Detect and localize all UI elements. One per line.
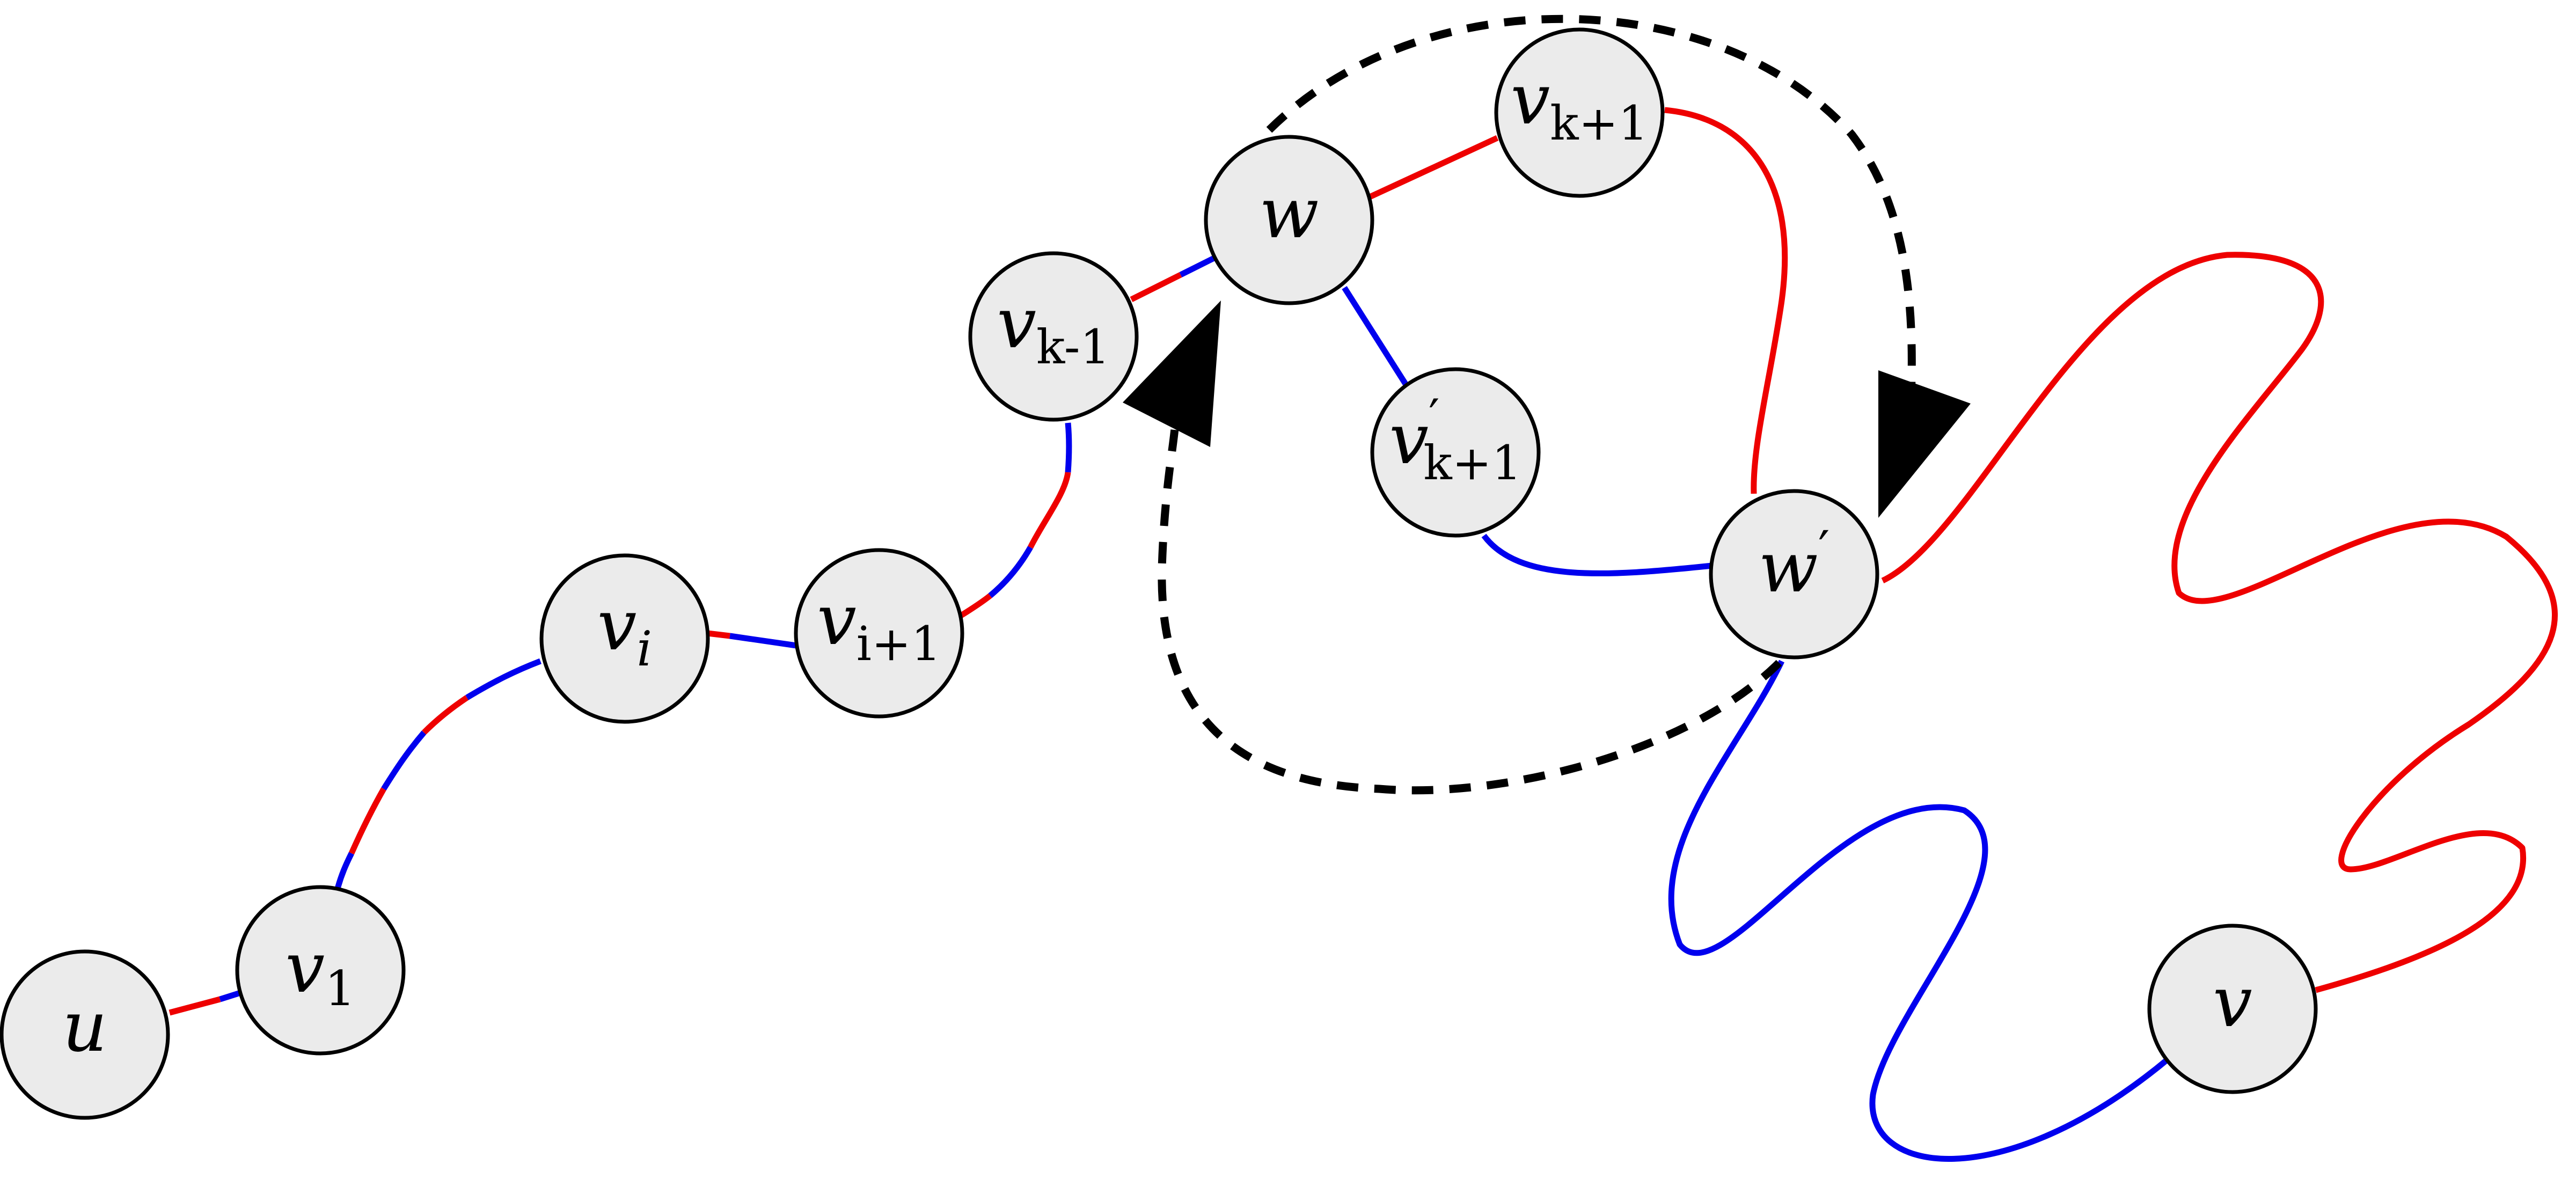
edge-v1-vi-red-1: [348, 787, 386, 855]
svg-text:v′k+1: v′k+1: [1389, 389, 1522, 490]
svg-text:u: u: [62, 986, 107, 1067]
node-vi: vi: [539, 553, 710, 724]
svg-text:vk-1: vk-1: [997, 282, 1110, 375]
edge-w-vk1p: [1342, 286, 1409, 386]
edge-wp-v-red: [1881, 252, 2558, 993]
edge-vi1-vkm1-blue-1: [988, 546, 1033, 598]
svg-text:vi: vi: [597, 584, 652, 677]
svg-text:v: v: [2213, 961, 2252, 1043]
svg-text:w′: w′: [1759, 521, 1830, 608]
svg-text:vi+1: vi+1: [817, 579, 941, 671]
node-vk-1: vk-1: [968, 251, 1139, 422]
dashed-arrow-upper: [1266, 14, 1916, 408]
edge-w-vk1: [1367, 135, 1499, 200]
edge-v1-vi-blue-3: [465, 658, 541, 700]
edge-vkm1-w-blue: [1179, 255, 1216, 277]
node-vk1: vk+1: [1494, 27, 1665, 198]
edge-vk1p-wp: [1481, 533, 1713, 576]
edge-vi1-vkm1-blue-2: [1065, 422, 1072, 473]
node-v: v: [2147, 924, 2318, 1094]
edge-vi1-vkm1-red-2: [1028, 472, 1071, 549]
node-vi1: vi+1: [794, 548, 964, 719]
svg-text:vk+1: vk+1: [1511, 58, 1649, 151]
edge-v1-vi-blue-2: [381, 730, 427, 790]
edge-vkm1-w-red: [1130, 272, 1182, 302]
edge-vi-vi1-red: [707, 630, 730, 639]
edge-u-v1-red: [169, 996, 221, 1016]
arrowhead-upper: [1878, 370, 1971, 518]
arrowhead-lower: [1123, 301, 1221, 447]
node-v1: v1: [235, 885, 406, 1056]
svg-text:v1: v1: [286, 927, 356, 1017]
svg-text:w: w: [1259, 172, 1319, 254]
edge-wp-v-blue: [1668, 660, 2169, 1162]
edge-vi-vi1-blue: [729, 633, 797, 649]
node-u: u: [0, 949, 170, 1120]
node-vk1-prime: v′k+1: [1370, 367, 1541, 538]
edge-v1-vi-red-2: [422, 695, 469, 735]
node-w: w: [1204, 135, 1374, 305]
edge-v1-vi-blue-1: [334, 852, 354, 890]
edge-vk1-wp: [1664, 107, 1788, 494]
edge-u-v1-blue: [219, 990, 241, 1002]
dashed-arrow-lower: [1158, 418, 1782, 795]
edge-vi1-vkm1-red-1: [958, 593, 992, 619]
node-w-prime: w′: [1709, 489, 1879, 660]
